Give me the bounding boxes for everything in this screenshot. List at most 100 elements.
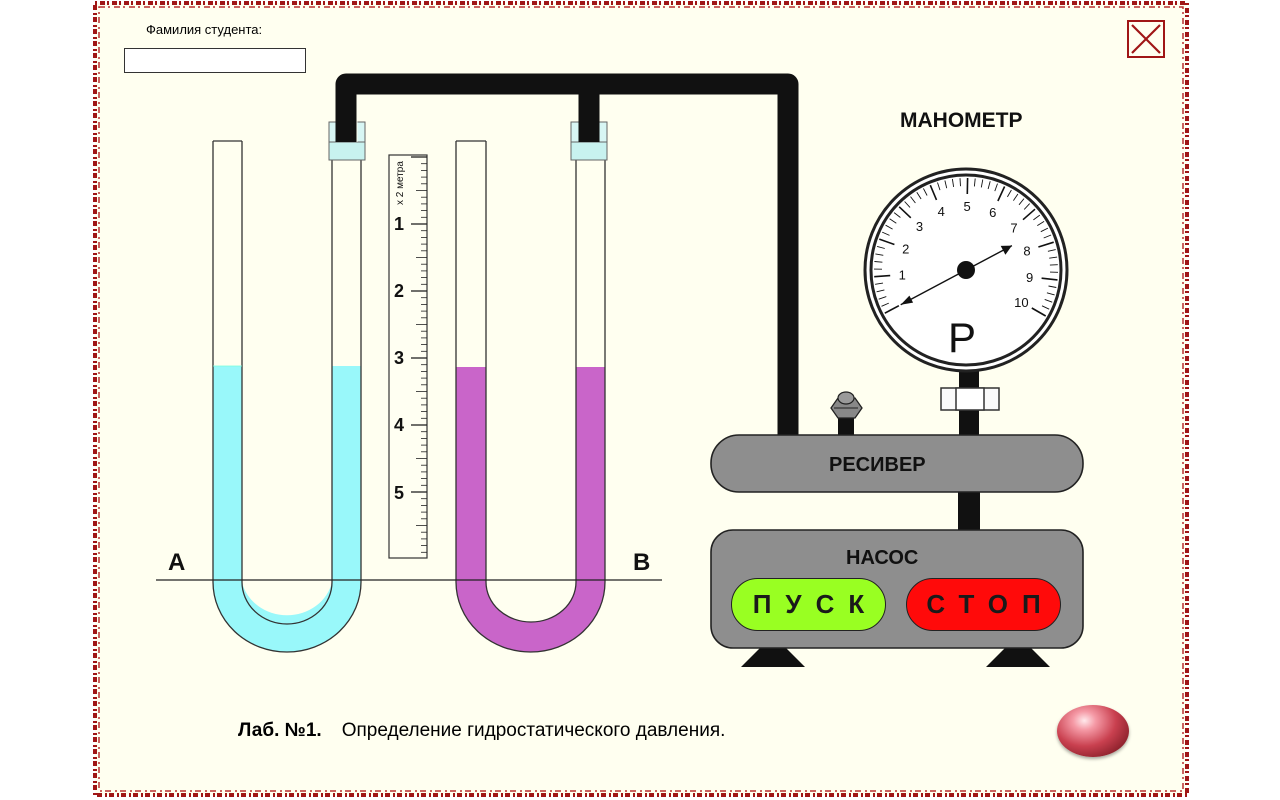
ruler-body	[388, 154, 428, 559]
gauge-number: 1	[899, 268, 906, 283]
gauge-ticks	[873, 177, 1059, 317]
gauge-tick	[973, 178, 976, 187]
gauge-needle	[900, 244, 1013, 306]
label-a: A	[168, 549, 185, 576]
gauge-tick	[879, 238, 895, 246]
gauge-tick	[874, 274, 891, 278]
gauge-tick	[1023, 203, 1031, 210]
u-tube-b-inner-outline	[485, 141, 577, 623]
gauge-tick	[874, 261, 883, 263]
gauge-tick	[881, 302, 889, 307]
pump-foot-right	[986, 646, 1050, 667]
paper-frame	[93, 1, 1189, 797]
gauge-tick	[904, 201, 911, 208]
ruler-unit-label: x 2 метра	[395, 161, 406, 205]
gauge-tick	[951, 178, 955, 187]
ruler-mark-2: 2	[394, 281, 404, 301]
gauge-tick	[1013, 193, 1019, 201]
u-tube-b-outline	[455, 141, 606, 653]
start-pump-button[interactable]: ПУСК	[731, 578, 886, 631]
close-icon-stroke-2	[1131, 24, 1161, 54]
gauge-number: 5	[963, 199, 970, 214]
gauge-tick	[885, 224, 893, 230]
ruler-mark-3: 3	[394, 348, 404, 368]
ruler-ticks	[411, 156, 427, 553]
receiver-tank	[710, 434, 1084, 493]
gauge-tick	[876, 289, 885, 293]
gauge-tick	[923, 188, 928, 196]
gauge-needle-shaft	[900, 244, 1013, 306]
gauge-tick	[944, 180, 948, 189]
gauge-tick	[1044, 298, 1053, 303]
receiver-connector	[958, 490, 980, 532]
gauge-number: 2	[902, 242, 909, 257]
u-tube-a-outline	[212, 141, 362, 653]
gauge-symbol: P	[948, 314, 976, 361]
gauge-tick	[875, 253, 884, 256]
coupling-b-band	[570, 141, 608, 161]
gauge-tick	[1043, 234, 1052, 239]
valve-cap	[837, 391, 855, 405]
gauge-nut-face	[955, 387, 985, 411]
u-tube-b	[455, 121, 608, 653]
gauge-tick	[959, 178, 961, 187]
gauge-tick	[1033, 214, 1041, 221]
gauge-tick	[1048, 285, 1057, 288]
gauge-number: 3	[916, 219, 923, 234]
air-hose-highlight	[356, 95, 778, 438]
gauge-tick	[937, 182, 941, 191]
gauge-tick	[1031, 307, 1047, 317]
close-button[interactable]	[1127, 20, 1165, 58]
gauge-tick	[889, 218, 897, 224]
ruler-mark-5: 5	[394, 483, 404, 503]
gauge-tick	[1041, 277, 1058, 281]
gauge-tick	[1007, 189, 1012, 198]
gauge-tick	[876, 245, 885, 249]
close-icon	[1131, 24, 1161, 54]
ruler: x 2 метра 1 2 3 4 5	[388, 154, 428, 559]
gauge-tick	[987, 181, 991, 190]
gauge-tick	[916, 192, 922, 200]
gauge-tick	[882, 231, 890, 236]
gauge-number: 4	[938, 204, 945, 219]
gauge-tick	[1018, 198, 1025, 206]
gauge-tick	[910, 196, 916, 204]
gauge-hub	[957, 261, 975, 279]
gauge-number: 10	[1014, 295, 1028, 310]
ruler-mark-4: 4	[394, 415, 404, 435]
stop-pump-button[interactable]: СТОП	[906, 578, 1061, 631]
gauge-tick	[893, 212, 901, 218]
gauge-tick	[997, 186, 1006, 202]
u-tube-a	[212, 121, 366, 653]
gauge-needle-tip	[900, 295, 914, 305]
gauge-tick	[1037, 221, 1045, 226]
gauge-number: 7	[1010, 221, 1017, 236]
gauge-tick	[1040, 227, 1049, 233]
pump-foot-left	[741, 646, 805, 667]
valve-knob	[830, 391, 863, 438]
paper-frame-inner	[98, 6, 1184, 792]
gauge-tick	[1049, 256, 1058, 259]
receiver-label: РЕСИВЕР	[829, 454, 926, 476]
valve-stem	[838, 416, 854, 438]
gauge-tick	[1046, 292, 1055, 296]
gauge-tick	[884, 304, 900, 314]
gauge-number: 6	[989, 205, 996, 220]
round-gem-button[interactable]	[1057, 705, 1129, 757]
gauge-tick	[1038, 241, 1054, 248]
label-b: B	[633, 549, 650, 576]
gauge-tick	[1041, 305, 1050, 310]
gauge-tick	[875, 282, 884, 285]
student-name-label: Фамилия студента:	[146, 22, 263, 37]
lab-caption: Лаб. №1.Определение гидростатического да…	[238, 720, 725, 742]
gauge-number: 9	[1026, 270, 1033, 285]
gauge-tick	[980, 179, 984, 188]
gauge-tick	[929, 184, 938, 201]
gauge-needle-tail	[1000, 245, 1012, 255]
gauge-tick	[1022, 208, 1036, 221]
student-name-input[interactable]	[124, 48, 306, 73]
lab-title: Определение гидростатического давления.	[341, 720, 726, 741]
